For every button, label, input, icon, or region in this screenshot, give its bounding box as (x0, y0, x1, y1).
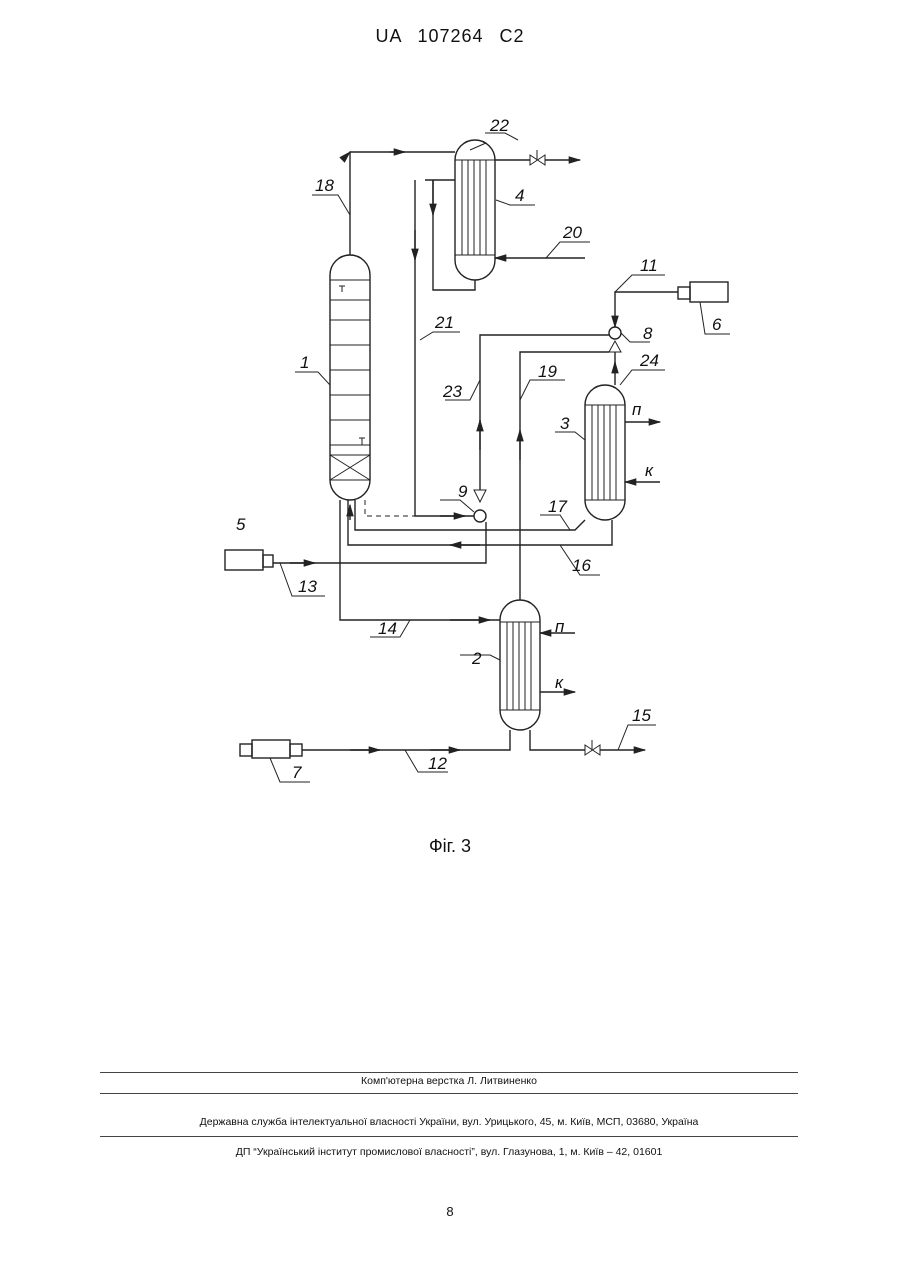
page-number: 8 (0, 1204, 900, 1219)
pump-6 (678, 282, 728, 302)
label-19: 19 (538, 362, 557, 381)
heat-exchanger-3 (585, 385, 625, 520)
figure-caption: Фіг. 3 (0, 836, 900, 857)
label-20: 20 (562, 223, 582, 242)
label-21: 21 (434, 313, 454, 332)
label-k-3: к (645, 461, 654, 480)
footer-rule-3 (100, 1136, 798, 1137)
label-8: 8 (643, 324, 653, 343)
label-6: 6 (712, 315, 722, 334)
mixer-9 (474, 510, 486, 522)
label-9: 9 (458, 482, 468, 501)
footer-rule-top (100, 1072, 798, 1073)
label-16: 16 (572, 556, 591, 575)
label-23: 23 (442, 382, 462, 401)
footer-agency: Державна служба інтелектуальної власност… (100, 1116, 798, 1128)
label-14: 14 (378, 619, 397, 638)
process-flow-diagram: 18 22 4 20 11 6 8 21 1 23 19 24 3 п к 9 … (0, 0, 900, 820)
footer-typesetting: Комп'ютерна верстка Л. Литвиненко (100, 1075, 798, 1087)
label-5: 5 (236, 515, 246, 534)
label-p-3: п (632, 400, 642, 419)
label-11: 11 (640, 256, 658, 275)
label-24: 24 (639, 351, 659, 370)
footer-rule-2 (100, 1093, 798, 1094)
label-4: 4 (515, 186, 524, 205)
label-1: 1 (300, 353, 309, 372)
label-13: 13 (298, 577, 317, 596)
label-3: 3 (560, 414, 570, 433)
label-7: 7 (292, 763, 302, 782)
pump-7 (240, 740, 302, 758)
label-k-2: к (555, 673, 564, 692)
condenser-4 (455, 140, 495, 280)
mixer-8 (609, 327, 621, 339)
label-2: 2 (471, 649, 482, 668)
label-15: 15 (632, 706, 651, 725)
label-p-2: п (555, 617, 565, 636)
distillation-column (330, 255, 370, 500)
label-12: 12 (428, 754, 447, 773)
footer-institute: ДП “Український інститут промислової вла… (100, 1146, 798, 1158)
pump-5 (225, 550, 273, 570)
heat-exchanger-2 (500, 600, 540, 730)
label-18: 18 (315, 176, 334, 195)
label-22: 22 (489, 116, 509, 135)
label-17: 17 (548, 497, 567, 516)
